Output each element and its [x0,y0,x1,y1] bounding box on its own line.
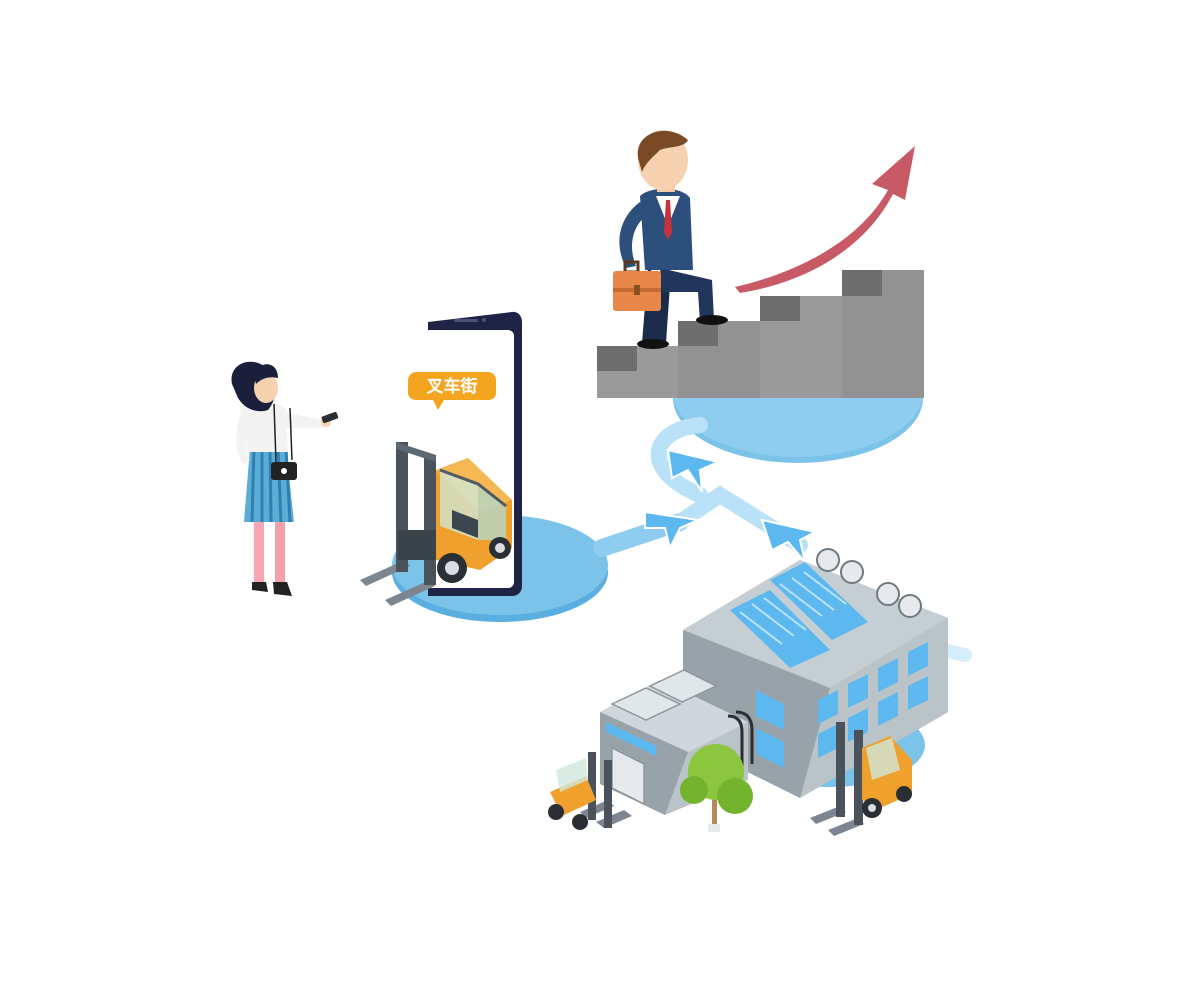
stairs [597,270,924,398]
tree-icon [680,744,753,832]
forklift-icon [360,442,512,606]
factory-building-icon [600,548,948,815]
flow-arrow-icon [644,448,818,563]
woman-with-phone-icon [231,361,339,596]
businessman-climbing-icon [613,130,728,349]
forklift-small-right-icon [810,722,912,836]
forklift-small-left-icon [548,752,632,830]
app-badge: 叉车街 [408,372,496,410]
app-badge-label: 叉车街 [426,376,478,397]
